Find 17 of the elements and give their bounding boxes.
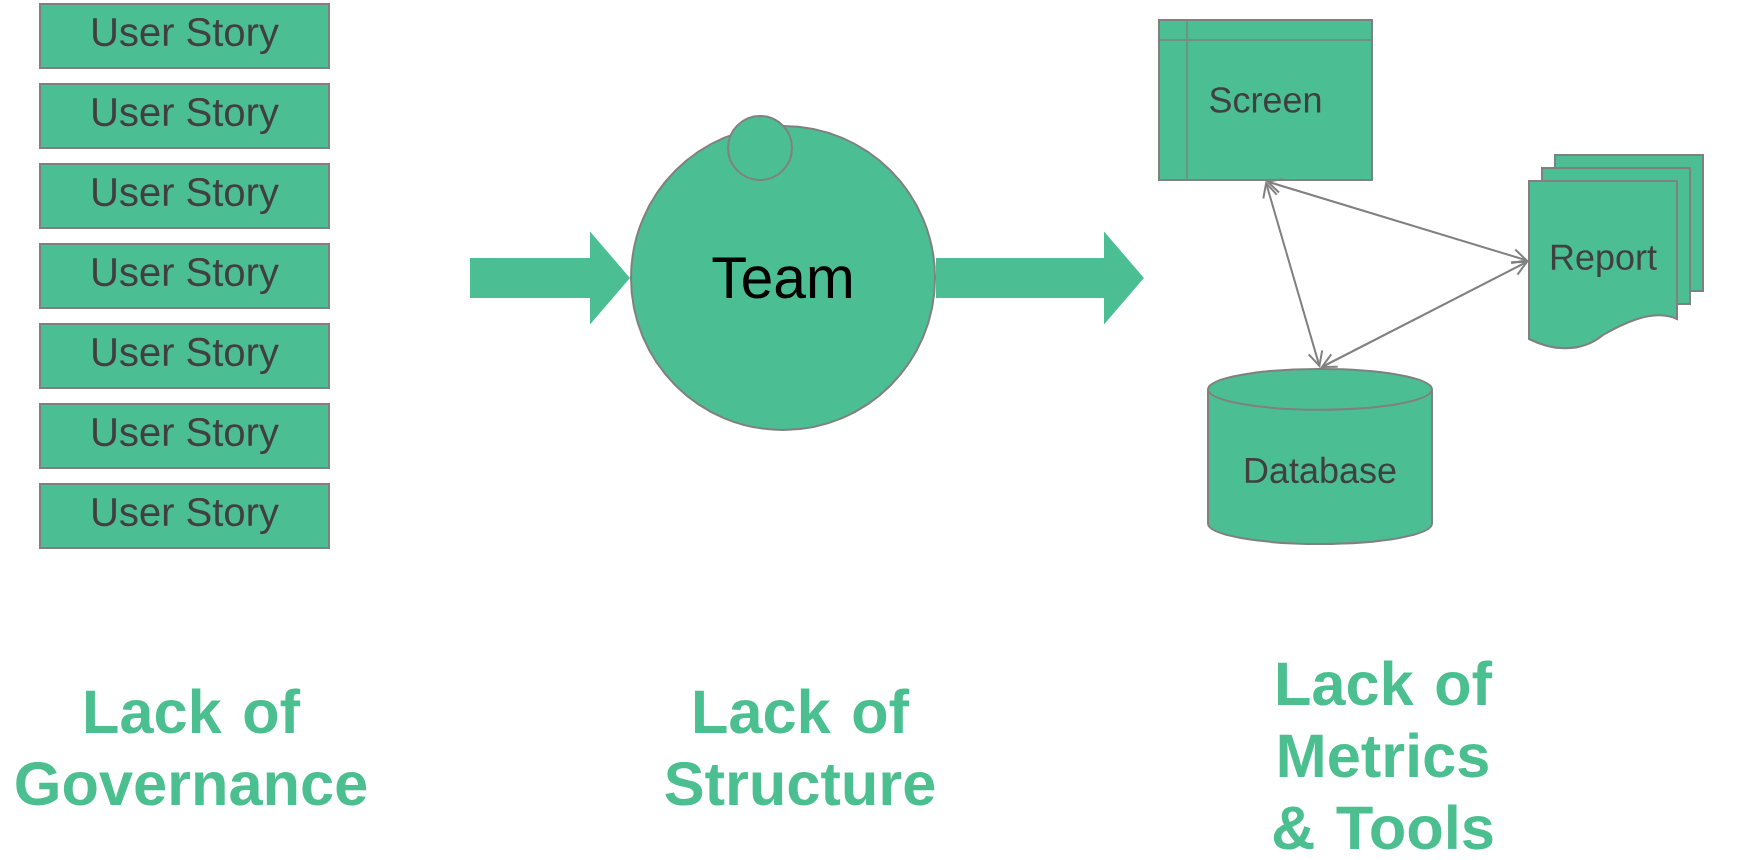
story-box: User Story bbox=[39, 323, 330, 389]
heading: Lack of Governance bbox=[16, 688, 367, 806]
small-circle bbox=[727, 115, 793, 181]
heading: Lack of Metrics & Tools bbox=[1273, 660, 1493, 850]
story-box: User Story bbox=[39, 483, 330, 549]
arrow bbox=[1320, 261, 1529, 368]
database-cylinder: Database bbox=[1207, 367, 1433, 545]
story-box: User Story bbox=[39, 403, 330, 469]
report-documents: Report bbox=[1528, 154, 1704, 350]
arrow bbox=[1262, 181, 1324, 368]
heading: Lack of Structure bbox=[665, 688, 935, 806]
story-box: User Story bbox=[39, 243, 330, 309]
story-box: User Story bbox=[39, 83, 330, 149]
arrow bbox=[1265, 178, 1529, 264]
story-box: User Story bbox=[39, 163, 330, 229]
screen-window: Screen bbox=[1158, 19, 1373, 181]
story-box: User Story bbox=[39, 3, 330, 69]
